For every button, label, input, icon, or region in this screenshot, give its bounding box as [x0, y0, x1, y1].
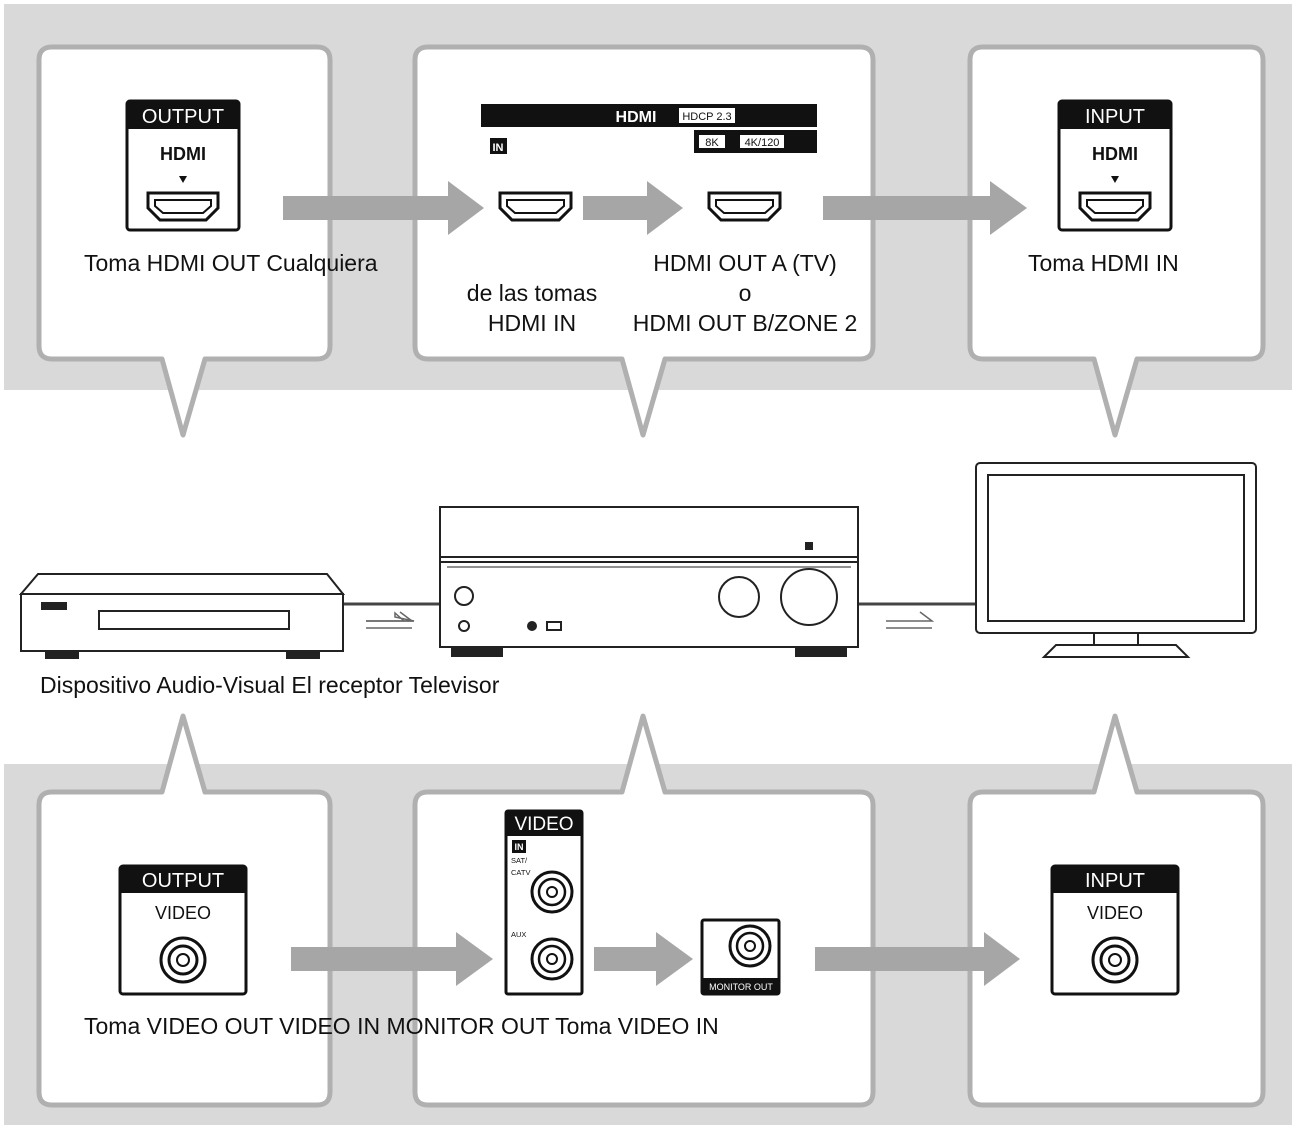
arrow-receiver-to-tv-hdmi	[823, 181, 1027, 235]
hdmi-in-port-icon	[498, 191, 573, 222]
hdmi-output-plate: OUTPUT HDMI	[125, 99, 241, 232]
callout-hdmi-source	[36, 44, 333, 438]
hdcp-badge: HDCP 2.3	[682, 111, 731, 123]
hdmi-out-port-icon	[707, 191, 782, 222]
plate-header-input: INPUT	[1085, 106, 1145, 128]
rca-jack-monitor-out	[728, 924, 772, 968]
plate-header-output: OUTPUT	[142, 106, 224, 128]
plate-port-hdmi: HDMI	[160, 144, 206, 164]
tag-8k: 8K	[705, 137, 719, 149]
caption-devices: Dispositivo Audio-Visual El receptor Tel…	[40, 672, 500, 698]
caption-hdmi-source: Toma HDMI OUT Cualquiera	[84, 250, 378, 276]
callout-video-receiver	[412, 713, 876, 1108]
av-device-player	[18, 573, 346, 659]
tag-4k120: 4K/120	[745, 137, 780, 149]
hdmi-tv-port-icon	[1078, 191, 1152, 222]
caption-video-row: Toma VIDEO OUT VIDEO IN MONITOR OUT Toma…	[84, 1013, 719, 1039]
caption-hdmi-tv: Toma HDMI IN	[1028, 250, 1179, 276]
rca-jack-satcatv	[530, 870, 574, 914]
arrow-receiver-to-tv-video	[815, 932, 1020, 986]
rca-jack-icon	[159, 936, 207, 984]
plate-header-input-video: INPUT	[1085, 870, 1145, 892]
arrow-source-to-receiver-video	[291, 932, 493, 986]
video-input-plate: INPUT VIDEO	[1050, 864, 1180, 996]
plate-port-hdmi-tv: HDMI	[1092, 144, 1138, 164]
arrow-source-to-receiver-hdmi	[283, 181, 484, 235]
video-output-plate: OUTPUT VIDEO	[118, 864, 248, 996]
hdmi-input-plate: INPUT HDMI	[1057, 99, 1173, 232]
callout-hdmi-tv	[967, 44, 1266, 438]
video-receiver-panel: VIDEO IN SAT/ CATV AUX	[504, 809, 781, 996]
signal-arrow-right	[886, 611, 935, 629]
rca-jack-tv-icon	[1091, 936, 1139, 984]
jack2-label: AUX	[511, 930, 526, 939]
video-panel-header: VIDEO	[514, 814, 573, 835]
av-receiver	[439, 506, 859, 657]
video-in-tag: IN	[515, 842, 524, 852]
hdmi-receiver-panel: HDMI HDCP 2.3 8K 4K/120 IN	[481, 104, 817, 222]
hdmi-port-icon	[146, 191, 220, 222]
rca-jack-aux	[530, 937, 574, 981]
hdmi-in-tag: IN	[493, 142, 504, 154]
plate-header-output-video: OUTPUT	[142, 870, 224, 892]
hdmi-bar-title: HDMI	[616, 109, 657, 126]
arrow-receiver-in-to-out-video	[594, 932, 693, 986]
monitor-out-label: MONITOR OUT	[709, 982, 773, 992]
plate-port-video: VIDEO	[155, 903, 211, 923]
jack1-label: SAT/ CATV	[511, 856, 530, 877]
plate-port-video-tv: VIDEO	[1087, 903, 1143, 923]
arrow-receiver-in-to-out-hdmi	[583, 181, 683, 235]
television	[975, 462, 1257, 658]
